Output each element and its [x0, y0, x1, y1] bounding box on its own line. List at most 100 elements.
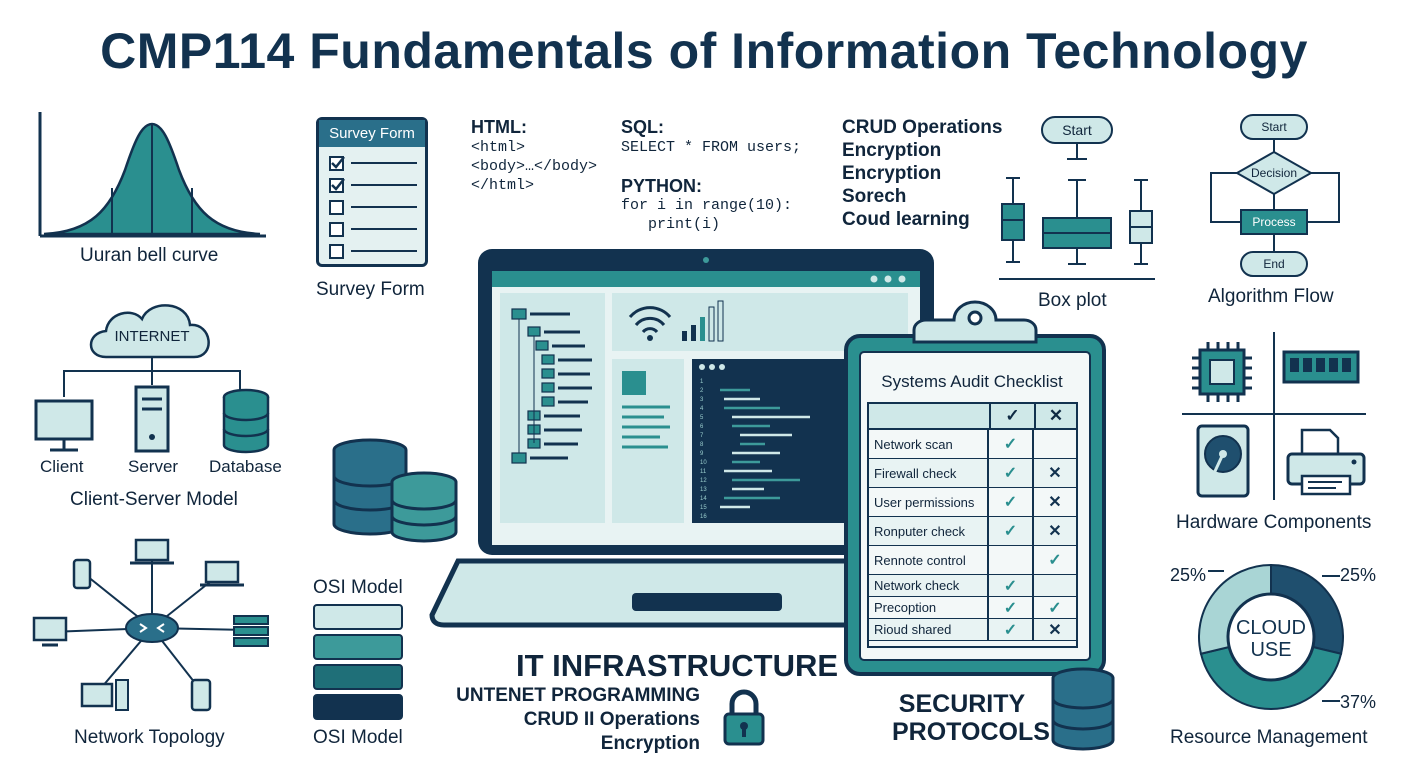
checklist-item-name: Rennote control	[869, 546, 989, 574]
code-line-number: 7	[700, 433, 704, 439]
checklist-row: Rennote control✓	[869, 546, 1076, 575]
flow-decision-text: Decision	[1251, 166, 1297, 180]
checklist-check-mark: ✓	[989, 517, 1034, 545]
checklist-header-cross: ✕	[1048, 406, 1064, 425]
code-editor-panel	[692, 359, 852, 523]
internet-text: INTERNET	[115, 328, 190, 345]
checklist-check-mark: ✓	[989, 430, 1034, 458]
network-topology-diagram	[32, 538, 269, 712]
cloud-icon	[89, 304, 210, 359]
html-code: <html><body>…</body></html>	[471, 138, 597, 195]
topic-item: Encryption	[842, 163, 942, 184]
survey-form-rows	[329, 156, 417, 259]
phone-node-icon	[72, 558, 92, 590]
code-line-number: 8	[700, 442, 704, 448]
checklist-cross-mark: ✕	[1048, 494, 1062, 511]
osi-model-bottom-label: OSI Model	[313, 727, 403, 748]
checklist-rows: Network scan✓Firewall check✓✕User permis…	[869, 430, 1076, 641]
code-line-number: 10	[700, 460, 707, 466]
wifi-icon	[628, 306, 672, 334]
code-line-number: 2	[700, 388, 704, 394]
code-line-number: 6	[700, 424, 704, 430]
sql-heading: SQL:	[621, 117, 664, 137]
checklist-row: Rioud shared✓ ✕	[869, 619, 1076, 641]
python-code-line: for i in range(10):	[621, 197, 793, 214]
cloud-use-center-line2: USE	[1250, 639, 1291, 661]
checklist-cross-mark: ✕	[1048, 465, 1062, 482]
checklist-check-mark: ✓	[989, 597, 1034, 618]
hardware-components-grid	[1182, 332, 1366, 500]
server-rack-node-icon	[233, 615, 269, 647]
padlock-icon	[723, 689, 765, 746]
flow-end-text: End	[1263, 257, 1284, 271]
box-plot-start-text: Start	[1062, 122, 1092, 138]
checklist-cross-mark: ✕	[1048, 621, 1062, 639]
client-label: Client	[40, 457, 84, 476]
page-title: CMP114 Fundamentals of Information Techn…	[100, 23, 1308, 79]
flow-process-text: Process	[1252, 215, 1295, 229]
touchpad	[632, 593, 782, 611]
checklist-item-name: Firewall check	[869, 459, 989, 487]
code-line-number: 16	[700, 514, 707, 520]
router-icon	[125, 613, 179, 643]
checklist-item-name: Network check	[869, 575, 989, 596]
code-line-number: 9	[700, 451, 704, 457]
database-stack-icon	[332, 438, 458, 543]
checklist-item-name: Ronputer check	[869, 517, 989, 545]
ram-stick-icon	[1282, 350, 1360, 384]
database-small-icon	[1051, 667, 1115, 751]
checklist-cross-mark	[1034, 575, 1076, 596]
algorithm-flow-diagram: Start Decision Process End	[1210, 114, 1340, 277]
cloud-use-donut-chart: CLOUD USE	[1198, 563, 1344, 710]
html-code-line: <html>	[471, 139, 526, 156]
infrastructure-line: UNTENET PROGRAMMING	[456, 685, 700, 706]
checklist-item-name: Network scan	[869, 430, 989, 458]
checklist-check-mark: ✓	[989, 575, 1034, 596]
checklist-item-name: User permissions	[869, 488, 989, 516]
infrastructure-line: CRUD II Operations	[523, 709, 700, 730]
topic-item: Coud learning	[842, 209, 970, 230]
bell-curve-label: Uuran bell curve	[80, 245, 219, 266]
checklist-row: Ronputer check✓ ✕	[869, 517, 1076, 546]
python-heading: PYTHON:	[621, 176, 702, 196]
box-plot-chart: Start	[999, 116, 1155, 280]
topic-item: Encryption	[842, 140, 942, 161]
checklist-row: Precoption✓✓	[869, 597, 1076, 619]
security-line: SECURITY	[898, 690, 1026, 718]
resource-management-label: Resource Management	[1170, 727, 1368, 748]
checklist-table: ✓ ✕ Network scan✓Firewall check✓✕User pe…	[867, 402, 1078, 648]
topics-list: CRUD Operations Encryption Encryption So…	[842, 116, 1002, 231]
bell-curve-chart	[38, 112, 266, 238]
infrastructure-heading: IT INFRASTRUCTURE	[516, 648, 839, 683]
security-protocols-text: SECURITY PROTOCOLS	[892, 690, 1050, 746]
code-line-number: 14	[700, 496, 707, 502]
infrastructure-line: Encryption	[600, 733, 700, 754]
monitor-node-icon	[32, 616, 68, 642]
server-label: Server	[128, 457, 179, 476]
code-line-number: 3	[700, 397, 704, 403]
laptop-node-icon	[204, 560, 240, 584]
donut-slice-label: 25%	[1170, 565, 1207, 585]
checklist-check-mark: ✓	[989, 619, 1034, 640]
checklist-item-name: Rioud shared	[869, 619, 989, 640]
hardware-components-label: Hardware Components	[1176, 512, 1372, 533]
cpu-chip-icon	[1192, 342, 1252, 402]
checklist-cross-mark	[1034, 430, 1076, 458]
code-line-number: 13	[700, 487, 707, 493]
html-code-line: </html>	[471, 177, 535, 194]
infrastructure-lines: UNTENET PROGRAMMING CRUD II Operations E…	[400, 684, 700, 756]
checklist-cross-mark: ✕	[1048, 523, 1062, 540]
client-monitor-icon	[34, 399, 94, 452]
sql-code-line: SELECT * FROM users;	[621, 139, 802, 156]
checklist-row: Network scan✓	[869, 430, 1076, 459]
code-lines	[720, 388, 810, 509]
box-plot-label: Box plot	[1038, 290, 1107, 311]
file-tree-panel	[500, 293, 605, 523]
client-server-label: Client-Server Model	[70, 489, 238, 510]
security-line: PROTOCOLS	[892, 718, 1050, 746]
checklist-header-row: ✓ ✕	[869, 404, 1076, 430]
code-line-number: 1	[700, 379, 704, 385]
checklist-title: Systems Audit Checklist	[881, 372, 1063, 391]
